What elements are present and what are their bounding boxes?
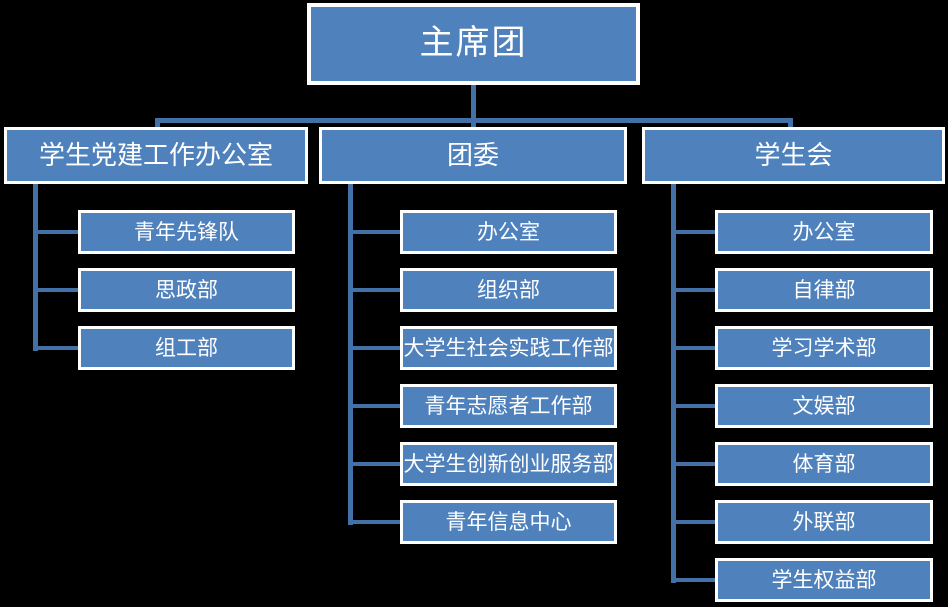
connector-drop [788,118,793,129]
child-node: 青年信息中心 [400,500,617,544]
connector-branch-vertical [348,184,353,525]
connector-child-stub [348,520,400,524]
root-node: 主席团 [307,3,640,85]
connector-branch-vertical [33,184,38,351]
child-node: 办公室 [715,210,933,254]
connector-child-stub [348,288,400,292]
connector-root-stem [471,85,476,123]
child-node: 青年志愿者工作部 [400,384,617,428]
child-node: 学习学术部 [715,326,933,370]
child-node: 组织部 [400,268,617,312]
child-node: 体育部 [715,442,933,486]
connector-child-stub [671,520,715,524]
branch-node: 团委 [319,127,627,184]
branch-node: 学生党建工作办公室 [4,127,308,184]
child-node: 思政部 [78,268,295,312]
connector-child-stub [348,346,400,350]
child-node: 大学生社会实践工作部 [400,326,617,370]
connector-child-stub [671,230,715,234]
connector-child-stub [33,346,78,350]
child-node: 办公室 [400,210,617,254]
child-node: 文娱部 [715,384,933,428]
connector-child-stub [671,288,715,292]
connector-child-stub [671,578,715,582]
connector-child-stub [348,404,400,408]
connector-child-stub [33,288,78,292]
child-node: 外联部 [715,500,933,544]
connector-child-stub [348,230,400,234]
child-node: 自律部 [715,268,933,312]
branch-node: 学生会 [642,127,945,184]
connector-child-stub [671,346,715,350]
connector-drop [155,118,160,129]
child-node: 组工部 [78,326,295,370]
connector-branch-vertical [671,184,676,583]
connector-child-stub [671,462,715,466]
connector-child-stub [671,404,715,408]
connector-drop [471,118,476,129]
child-node: 青年先锋队 [78,210,295,254]
connector-child-stub [348,462,400,466]
child-node: 学生权益部 [715,558,933,602]
child-node: 大学生创新创业服务部 [400,442,617,486]
connector-child-stub [33,230,78,234]
